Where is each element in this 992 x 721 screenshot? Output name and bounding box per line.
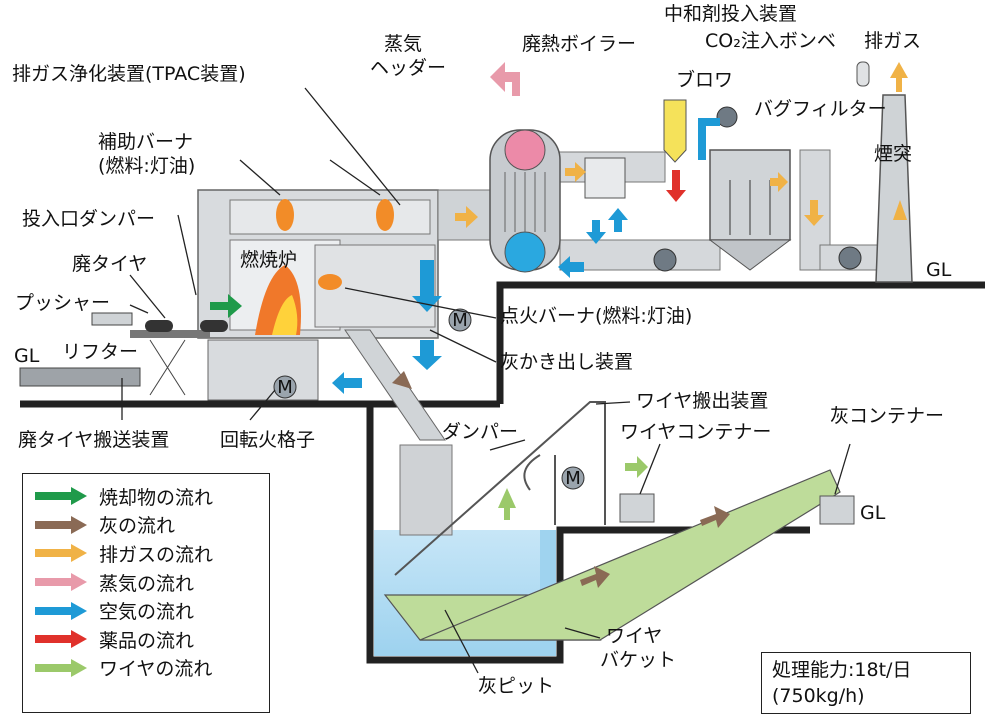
ground-lines [20,281,985,664]
capacity-line-1: 処理能力:18t/日 [772,659,912,681]
wire-conveyor-frame [394,401,606,576]
legend-arrow-icon [35,487,87,506]
legend-arrow-icon [35,630,87,649]
label-gl-left: GL [14,345,40,367]
chimney [875,94,913,283]
legend-item: 焼却物の流れ [33,482,259,511]
legend-item: 排ガスの流れ [33,539,259,568]
label-exhaust-purifier: 排ガス浄化装置(TPAC装置) [12,63,246,85]
label-damper-in: 投入口ダンパー [22,208,155,230]
motor-icons: M M M [273,106,862,490]
heat-exchanger [584,157,626,199]
legend-arrow-icon [35,515,87,534]
combustion-furnace [197,189,453,536]
label-wire-out: ワイヤ搬出装置 [636,390,768,412]
ash-chute [344,329,446,441]
legend-arrow-icon [35,658,87,677]
label-blower: ブロワ [676,68,733,91]
ash-pit [374,469,841,656]
label-steam-header-1: 蒸気 [384,33,422,55]
label-lifter: リフター [62,341,138,363]
label-gl-bottom: GL [860,502,886,524]
label-waste-heat-boiler: 廃熱ボイラー [522,33,636,55]
bag-filter [708,149,792,271]
label-pusher: プッシャー [15,292,110,314]
label-tire-conveyor: 廃タイヤ搬送装置 [18,429,169,451]
label-furnace: 燃焼炉 [240,249,297,271]
legend-arrow-icon [35,573,87,592]
label-co2-cylinder: CO₂注入ボンベ [705,30,836,52]
label-ignition-burner: 点火バーナ(燃料:灯油) [500,305,692,327]
legend-label: 空気の流れ [99,601,195,624]
label-bag-filter: バグフィルター [754,98,887,120]
wire-container [619,493,655,523]
feed-equipment [19,312,228,396]
label-neutralizer: 中和剤投入装置 [664,3,797,25]
label-exhaust-gas: 排ガス [864,30,921,52]
legend-item: 空気の流れ [33,596,259,625]
legend-label: 灰の流れ [99,515,176,538]
flow-arrows [210,62,908,588]
label-steam-header-2: ヘッダー [370,57,446,79]
label-ash-container: 灰コンテナー [830,405,944,427]
label-chimney: 煙突 [874,143,912,165]
legend-label: 薬品の流れ [99,629,195,652]
legend-arrow-icon [35,601,87,620]
legend-label: 排ガスの流れ [99,543,214,566]
label-ash-remover: 灰かき出し装置 [500,351,633,373]
legend-item: 蒸気の流れ [33,568,259,597]
label-damper: ダンパー [442,421,518,443]
label-wire-bucket-1: ワイヤ [606,625,662,647]
label-waste-tire: 廃タイヤ [72,253,147,275]
legend: 焼却物の流れ 灰の流れ 排ガスの流れ 蒸気の流れ 空気の流れ 薬品の流れ ワイヤ… [22,473,270,713]
label-wire-bucket-2: バケット [600,649,676,671]
flames [255,199,394,335]
label-aux-burner-fuel: (燃料:灯油) [98,155,195,177]
label-gl-right: GL [926,259,952,281]
label-rotary-grate: 回転火格子 [220,429,315,451]
legend-label: ワイヤの流れ [99,658,213,681]
capacity-box: 処理能力:18t/日 (750kg/h) [761,652,971,714]
legend-item: 薬品の流れ [33,625,259,654]
label-ash-pit: 灰ピット [478,675,554,697]
label-aux-burner: 補助バーナ [98,131,193,153]
legend-label: 焼却物の流れ [99,486,214,509]
label-wire-container: ワイヤコンテナー [620,421,771,443]
neutralizer-hopper [663,99,687,163]
svg-text:M: M [277,377,293,398]
co2-cylinder [856,61,870,87]
leader-lines [121,87,851,674]
legend-arrow-icon [35,544,87,563]
svg-text:M: M [565,468,581,489]
capacity-line-2: (750kg/h) [772,685,865,707]
svg-text:M: M [452,310,468,331]
legend-label: 蒸気の流れ [99,572,195,595]
ash-container [819,495,855,525]
diagram-labels: 排ガス浄化装置(TPAC装置) 補助バーナ (燃料:灯油) 投入口ダンパー 廃タ… [12,3,952,697]
waste-heat-boiler [489,129,561,273]
legend-item: ワイヤの流れ [33,654,259,683]
legend-item: 灰の流れ [33,511,259,540]
